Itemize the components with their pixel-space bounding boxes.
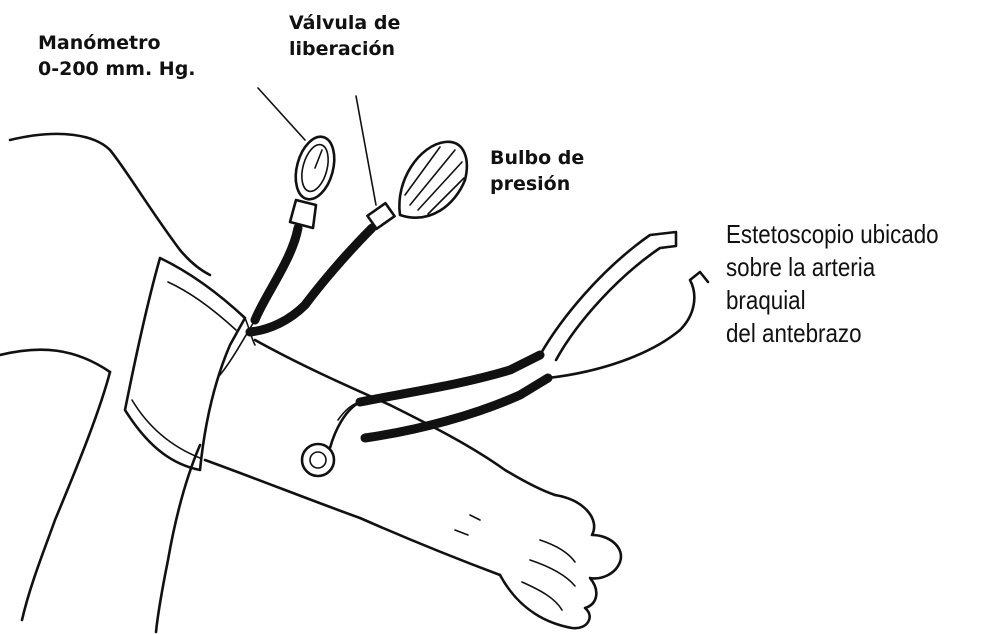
label-valvula: Válvula de liberación	[289, 10, 400, 62]
stethoscope	[302, 232, 708, 476]
label-estetoscopio-line2: sobre la arteria braquial	[726, 251, 956, 317]
label-bulbo-line2: presión	[490, 171, 584, 197]
cuff	[125, 258, 255, 470]
leader-manometro	[258, 88, 305, 140]
arm-outline	[0, 134, 621, 632]
label-bulbo: Bulbo de presión	[490, 145, 584, 197]
label-estetoscopio-line1: Estetoscopio ubicado	[726, 218, 956, 251]
label-manometro-line2: 0-200 mm. Hg.	[38, 56, 196, 82]
label-estetoscopio-line3: del antebrazo	[726, 317, 956, 350]
bulb	[250, 142, 467, 332]
label-estetoscopio: Estetoscopio ubicado sobre la arteria br…	[726, 218, 956, 350]
label-valvula-line1: Válvula de	[289, 10, 400, 36]
label-manometro: Manómetro 0-200 mm. Hg.	[38, 30, 196, 82]
label-bulbo-line1: Bulbo de	[490, 145, 584, 171]
label-manometro-line1: Manómetro	[38, 30, 196, 56]
manometer	[220, 132, 341, 375]
leader-valvula	[356, 96, 376, 205]
label-valvula-line2: liberación	[289, 36, 400, 62]
